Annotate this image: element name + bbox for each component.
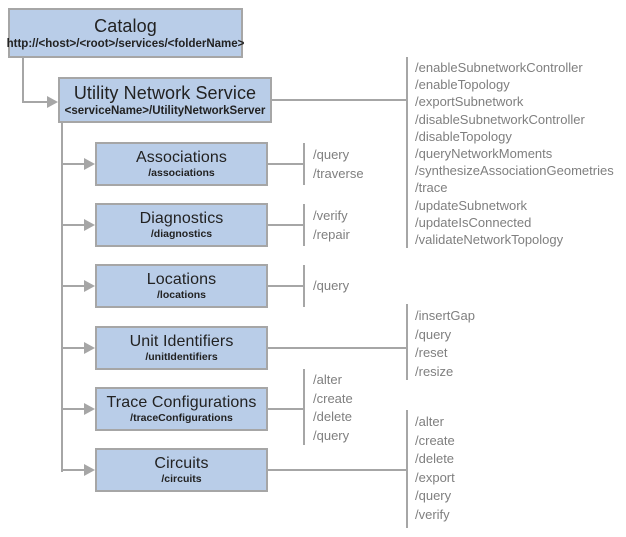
node-utility-network-service: Utility Network Service <serviceName>/Ut… — [58, 77, 272, 123]
node-locations: Locations /locations — [95, 264, 268, 308]
node-diagnostics-path: /diagnostics — [150, 227, 213, 240]
operation-item: /query — [313, 427, 350, 443]
operation-item: /delete — [415, 451, 455, 466]
node-locations-title: Locations — [146, 270, 217, 288]
arrowhead-circuits — [84, 464, 95, 476]
connector-branch-trace-configurations — [61, 408, 85, 410]
node-utility-network-service-title: Utility Network Service — [73, 82, 257, 103]
operations-list-circuits: /alter/create/delete/export/query/verify — [415, 413, 455, 524]
operation-item: /enableSubnetworkController — [415, 60, 583, 75]
bracket-associations-operations — [303, 143, 305, 185]
node-circuits-title: Circuits — [154, 454, 209, 472]
operation-item: /create — [313, 390, 353, 406]
node-utility-network-service-path: <serviceName>/UtilityNetworkServer — [64, 104, 266, 117]
operation-item: /verify — [415, 506, 450, 522]
operation-item: /enableTopology — [415, 77, 510, 93]
arrowhead-diagnostics — [84, 219, 95, 231]
connector-trunk — [61, 123, 63, 472]
operation-item: /updateIsConnected — [415, 214, 532, 230]
node-catalog-url: http://<host>/<root>/services/<folderNam… — [6, 37, 245, 50]
operation-item: /reset — [415, 345, 448, 360]
node-associations: Associations /associations — [95, 142, 268, 186]
node-catalog-title: Catalog — [94, 15, 157, 36]
node-circuits: Circuits /circuits — [95, 448, 268, 492]
node-trace-configurations: Trace Configurations /traceConfiguration… — [95, 387, 268, 431]
operation-item: /delete — [313, 409, 353, 424]
connector-catalog-down — [22, 58, 24, 103]
arrowhead-trace-configurations — [84, 403, 95, 415]
bracket-trace-configurations-operations — [303, 369, 305, 445]
operation-item: /query — [313, 278, 350, 293]
node-unit-identifiers-path: /unitIdentifiers — [145, 350, 218, 363]
connector-branch-circuits — [61, 469, 85, 471]
node-diagnostics: Diagnostics /diagnostics — [95, 203, 268, 247]
operation-item: /alter — [313, 372, 342, 387]
connector-branch-locations — [61, 285, 85, 287]
operations-list-associations: /query/traverse — [313, 146, 364, 183]
operation-item: /disableTopology — [415, 128, 512, 144]
connector-uns-operations — [272, 99, 407, 101]
connector-unit-identifiers-operations — [268, 347, 407, 349]
connector-diagnostics-operations — [268, 224, 304, 226]
operation-item: /exportSubnetwork — [415, 94, 524, 110]
node-locations-path: /locations — [156, 288, 206, 301]
operations-list-utility-network-service: /enableSubnetworkController/enableTopolo… — [415, 59, 614, 248]
operation-item: /create — [415, 432, 455, 448]
operation-item: /validateNetworkTopology — [415, 232, 564, 248]
node-associations-path: /associations — [148, 166, 215, 179]
operation-item: /queryNetworkMoments — [415, 146, 553, 162]
arrowhead-locations — [84, 280, 95, 292]
arrowhead-associations — [84, 158, 95, 170]
connector-locations-operations — [268, 285, 304, 287]
connector-catalog-right — [22, 101, 48, 103]
node-unit-identifiers: Unit Identifiers /unitIdentifiers — [95, 326, 268, 370]
operation-item: /query — [415, 488, 452, 503]
bracket-locations-operations — [303, 265, 305, 307]
connector-branch-associations — [61, 163, 85, 165]
bracket-unit-identifiers-operations — [406, 304, 408, 380]
connector-circuits-operations — [268, 469, 407, 471]
connector-branch-diagnostics — [61, 224, 85, 226]
node-catalog: Catalog http://<host>/<root>/services/<f… — [6, 8, 245, 58]
operation-item: /alter — [415, 414, 444, 429]
operation-item: /query — [415, 326, 452, 342]
node-unit-identifiers-title: Unit Identifiers — [129, 332, 234, 350]
operations-list-unit-identifiers: /insertGap/query/reset/resize — [415, 307, 475, 381]
arrowhead-utility-network-service — [47, 96, 58, 108]
bracket-diagnostics-operations — [303, 204, 305, 246]
operation-item: /query — [313, 147, 350, 162]
operation-item: /trace — [415, 180, 448, 196]
operation-item: /export — [415, 469, 455, 485]
operations-list-locations: /query — [313, 277, 349, 296]
node-trace-configurations-title: Trace Configurations — [106, 393, 257, 411]
operation-item: /traverse — [313, 165, 364, 181]
node-diagnostics-title: Diagnostics — [139, 209, 224, 227]
operation-item: /resize — [415, 363, 454, 379]
operation-item: /repair — [313, 226, 350, 242]
bracket-uns-operations — [406, 57, 408, 248]
operations-list-diagnostics: /verify/repair — [313, 207, 350, 244]
node-circuits-path: /circuits — [161, 472, 202, 485]
node-trace-configurations-path: /traceConfigurations — [130, 411, 233, 424]
operation-item: /verify — [313, 208, 348, 223]
operation-item: /disableSubnetworkController — [415, 111, 585, 127]
connector-associations-operations — [268, 163, 304, 165]
operations-list-trace-configurations: /alter/create/delete/query — [313, 371, 353, 445]
bracket-circuits-operations — [406, 410, 408, 528]
arrowhead-unit-identifiers — [84, 342, 95, 354]
operation-item: /insertGap — [415, 308, 475, 323]
connector-branch-unit-identifiers — [61, 347, 85, 349]
operation-item: /updateSubnetwork — [415, 197, 528, 213]
connector-trace-configurations-operations — [268, 408, 304, 410]
operation-item: /synthesizeAssociationGeometries — [415, 163, 614, 179]
node-associations-title: Associations — [135, 148, 228, 166]
